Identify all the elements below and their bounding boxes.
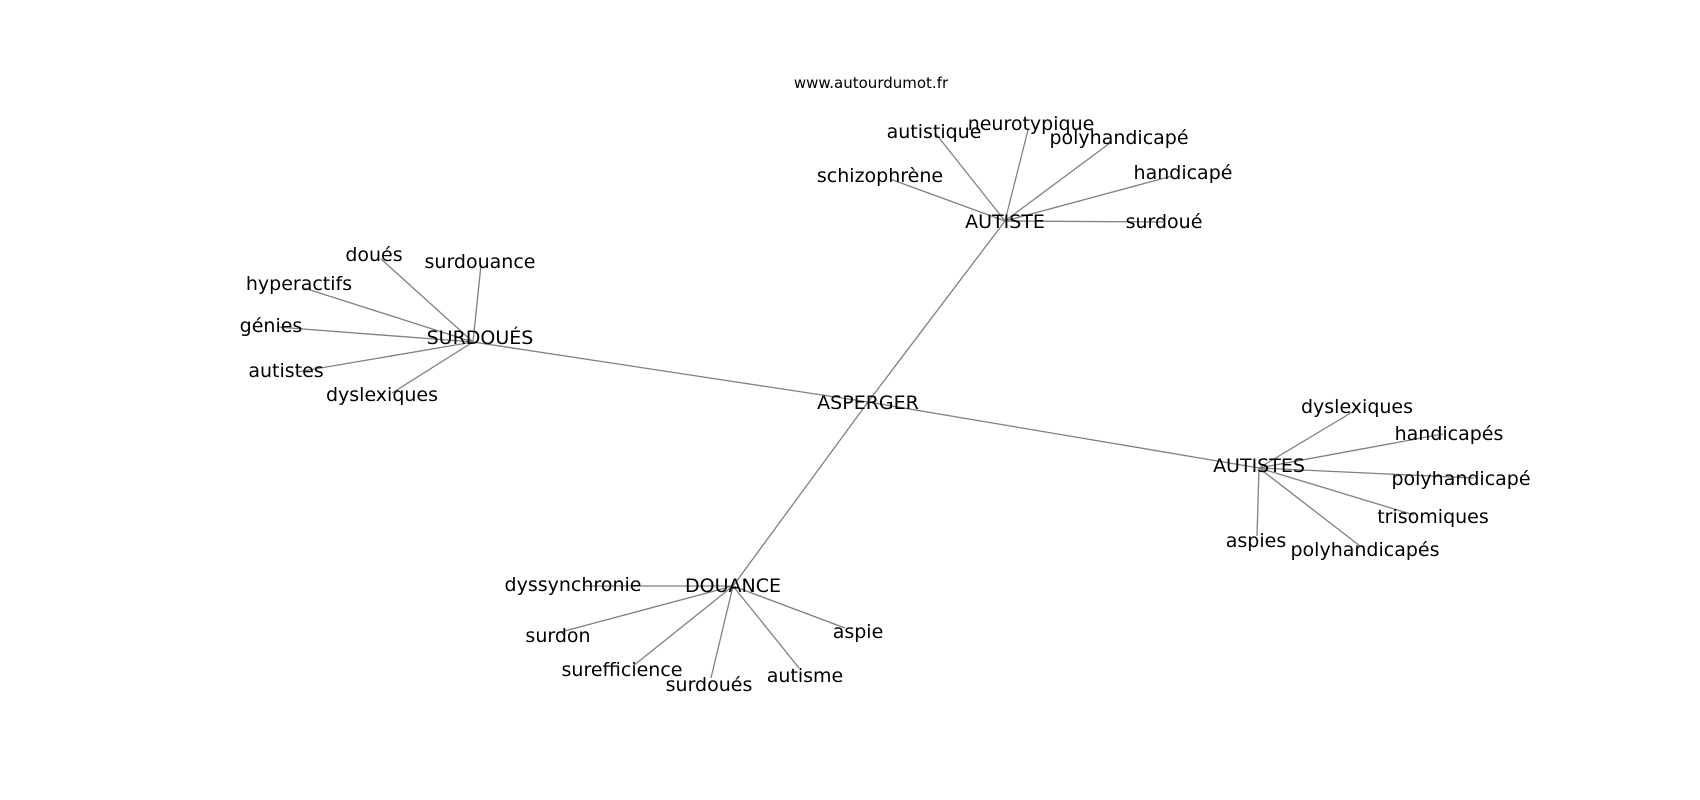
leaf-node-surdon: surdon: [525, 625, 590, 647]
edge-douance-to-surdoues: [710, 585, 734, 679]
edge-center-to-surdoues: [472, 341, 869, 403]
edge-autistes-to-dyslexiques: [1258, 410, 1355, 469]
edge-center-to-autistes: [867, 401, 1260, 469]
leaf-node-doues: doués: [345, 244, 402, 266]
leaf-node-autistes: autistes: [248, 360, 323, 382]
leaf-node-polyhandicape: polyhandicapé: [1049, 127, 1188, 149]
leaf-node-handicapes: handicapés: [1395, 423, 1504, 445]
leaf-node-handicape: handicapé: [1134, 162, 1233, 184]
leaf-node-neurotypique: neurotypique: [968, 113, 1095, 135]
edge-douance-to-surefficience: [632, 585, 734, 667]
leaf-node-polyhandicape: polyhandicapé: [1391, 468, 1530, 490]
edge-douance-to-aspie: [732, 585, 846, 629]
edge-surdoues-to-genies: [276, 326, 474, 343]
edge-autiste-to-polyhandicape: [1004, 142, 1111, 222]
edge-douance-to-autisme: [732, 585, 800, 669]
leaf-node-dyssynchronie: dyssynchronie: [505, 574, 642, 596]
leaf-node-genies: génies: [240, 315, 303, 337]
leaf-node-schizophrene: schizophrène: [817, 165, 943, 187]
hub-node-douance: DOUANCE: [685, 575, 781, 597]
leaf-node-autisme: autisme: [767, 665, 844, 687]
edge-douance-to-surdon: [556, 585, 734, 634]
edge-autistes-to-polyhandicapes: [1258, 467, 1361, 547]
leaf-node-polyhandicapes: polyhandicapés: [1290, 539, 1439, 561]
leaf-node-hyperactifs: hyperactifs: [246, 273, 352, 295]
edge-center-to-douance: [732, 401, 869, 587]
edge-autiste-to-surdoue: [1004, 220, 1164, 223]
leaf-node-surdoues: surdoués: [666, 674, 753, 696]
edge-surdoues-to-autistes: [296, 341, 474, 373]
edge-surdoues-to-surdouance: [472, 264, 482, 343]
edge-autiste-to-neurotypique: [1004, 129, 1029, 222]
edge-autiste-to-autistique: [935, 133, 1006, 222]
edge-autiste-to-handicape: [1004, 175, 1173, 222]
hub-node-surdoues: SURDOUÉS: [427, 326, 534, 349]
leaf-node-surdouance: surdouance: [425, 251, 536, 273]
leaf-node-surdoue: surdoué: [1126, 211, 1203, 233]
edge-autistes-to-polyhandicape: [1258, 467, 1475, 479]
edge-surdoues-to-doues: [380, 258, 474, 343]
center-node-label: ASPERGER: [817, 392, 919, 414]
edge-autiste-to-schizophrene: [889, 178, 1006, 222]
hub-node-autistes: AUTISTES: [1213, 455, 1305, 477]
edge-surdoues-to-hyperactifs: [303, 287, 474, 343]
edge-surdoues-to-dyslexiques: [391, 341, 474, 394]
leaf-node-aspies: aspies: [1226, 530, 1286, 552]
edge-center-to-autiste: [867, 220, 1006, 403]
leaf-node-surefficience: surefficience: [562, 659, 683, 681]
leaf-node-aspie: aspie: [833, 621, 884, 643]
leaf-node-trisomiques: trisomiques: [1377, 506, 1489, 528]
graph-edges: [276, 129, 1475, 679]
leaf-node-dyslexiques: dyslexiques: [1301, 396, 1413, 418]
edge-autistes-to-handicapes: [1258, 433, 1444, 469]
leaf-node-autistique: autistique: [887, 121, 982, 143]
hub-node-autiste: AUTISTE: [965, 211, 1045, 233]
leaf-node-dyslexiques: dyslexiques: [326, 384, 438, 406]
edge-autistes-to-trisomiques: [1258, 467, 1415, 516]
graph-labels: ASPERGERAUTISTEautistiqueneurotypiquepol…: [240, 113, 1531, 696]
edge-autistes-to-aspies: [1256, 467, 1260, 537]
source-url: www.autourdumot.fr: [794, 74, 949, 92]
